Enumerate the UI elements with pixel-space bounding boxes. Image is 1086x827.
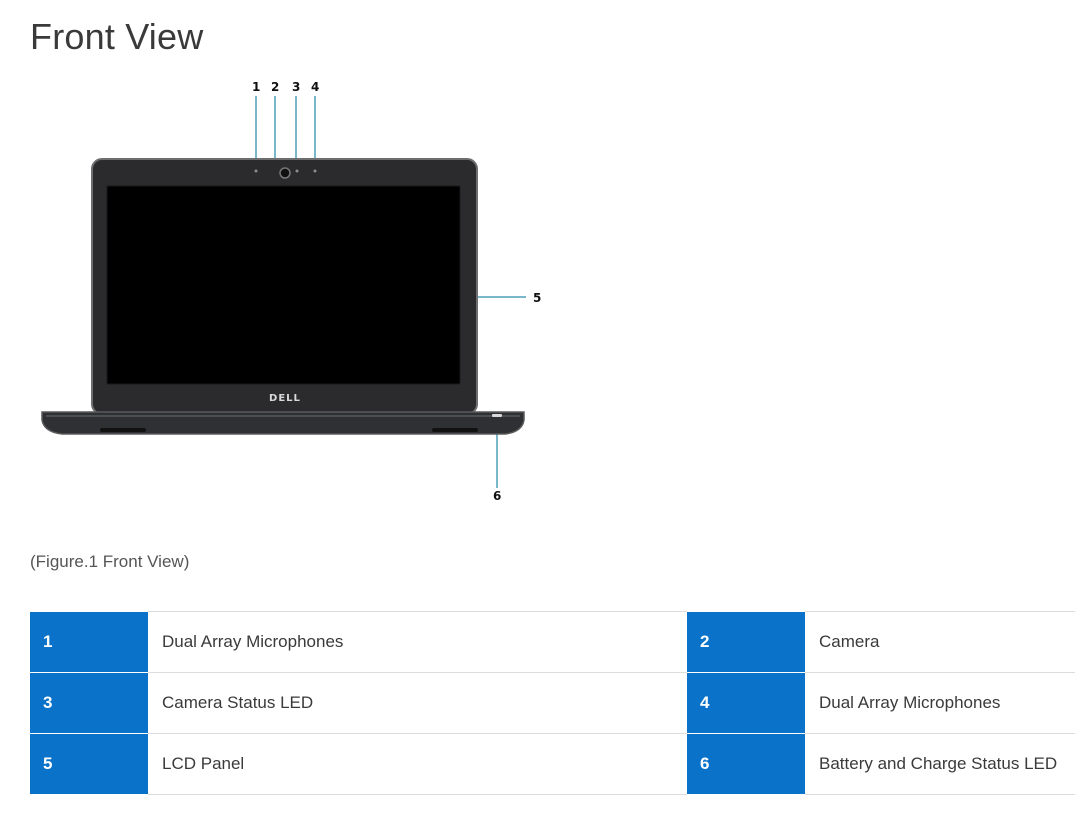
speaker-right-icon [432, 428, 478, 432]
part-number: 2 [687, 611, 805, 673]
callout-2: 2 [271, 80, 279, 94]
callout-4: 4 [311, 80, 319, 94]
part-label: Dual Array Microphones [805, 672, 1075, 734]
table-row: 5 LCD Panel 6 Battery and Charge Status … [30, 733, 1075, 795]
page-title: Front View [30, 16, 204, 57]
callout-3: 3 [292, 80, 300, 94]
laptop-front-figure: 1 2 3 4 5 6 DELL [41, 80, 541, 503]
lcd-panel [106, 185, 461, 385]
table-row: 3 Camera Status LED 4 Dual Array Microph… [30, 672, 1075, 734]
callout-1: 1 [252, 80, 260, 94]
part-number: 5 [30, 733, 148, 795]
part-label: Camera [805, 611, 1075, 673]
part-number: 3 [30, 672, 148, 734]
part-number: 1 [30, 611, 148, 673]
part-label: Dual Array Microphones [148, 611, 687, 673]
speaker-left-icon [100, 428, 146, 432]
part-label: LCD Panel [148, 733, 687, 795]
part-label: Battery and Charge Status LED [805, 733, 1075, 795]
laptop-base [41, 411, 525, 435]
camera-icon [279, 167, 291, 179]
battery-status-led-icon [492, 414, 502, 417]
figure-caption: (Figure.1 Front View) [30, 552, 190, 571]
part-number: 4 [687, 672, 805, 734]
dell-logo: DELL [269, 393, 301, 404]
part-label: Camera Status LED [148, 672, 687, 734]
callout-6: 6 [493, 489, 501, 503]
table-row: 1 Dual Array Microphones 2 Camera [30, 611, 1075, 673]
microphone-right-icon [313, 169, 317, 173]
parts-table: 1 Dual Array Microphones 2 Camera 3 Came… [30, 611, 1075, 795]
callout-5: 5 [533, 291, 541, 305]
part-number: 6 [687, 733, 805, 795]
microphone-left-icon [254, 169, 258, 173]
camera-status-led-icon [295, 169, 299, 173]
